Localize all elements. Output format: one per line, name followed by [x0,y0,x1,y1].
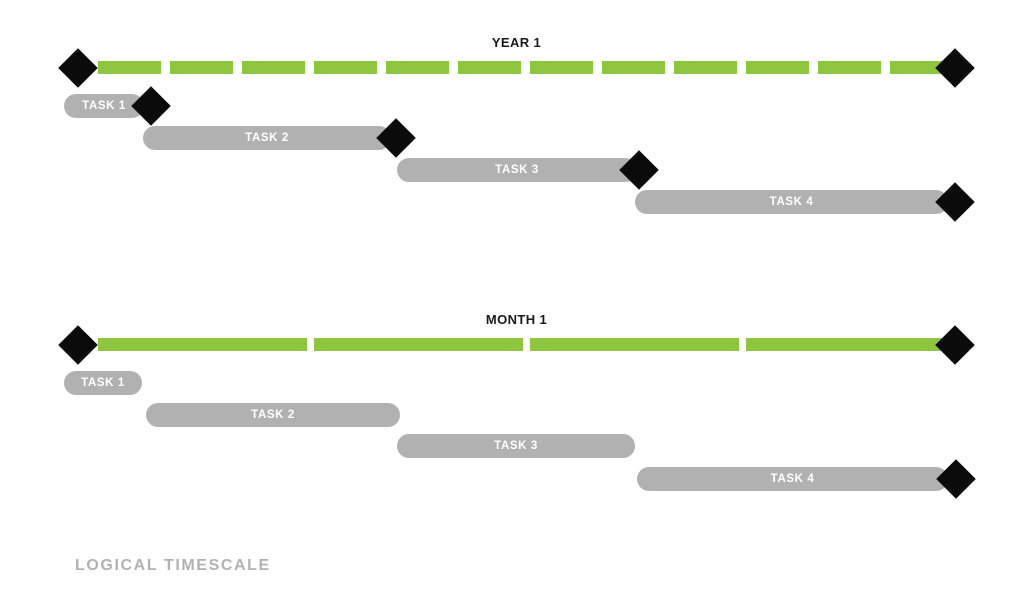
month-end-milestone-icon [935,325,975,365]
year-start-milestone-icon [58,48,98,88]
year-task-bar-2: TASK 2 [143,126,391,150]
year-task-bar-4: TASK 4 [635,190,948,214]
year-task-1-milestone-icon [131,86,171,126]
month-task-4-milestone-icon [936,459,976,499]
year-section-title: YEAR 1 [491,35,542,50]
month-task-bar-2: TASK 2 [146,403,400,427]
timescale-footer-label: LOGICAL TIMESCALE [75,557,271,574]
month-section-title: MONTH 1 [485,312,548,327]
year-end-milestone-icon [935,48,975,88]
month-start-milestone-icon [58,325,98,365]
year-task-bar-3: TASK 3 [397,158,637,182]
month-task-bar-1: TASK 1 [64,371,142,395]
year-task-bar-1: TASK 1 [64,94,144,118]
year-timeline-bar [98,61,955,74]
year-task-3-milestone-icon [619,150,659,190]
year-task-2-milestone-icon [376,118,416,158]
month-task-bar-4: TASK 4 [637,467,948,491]
year-task-4-milestone-icon [935,182,975,222]
month-timeline-bar [98,338,955,351]
month-task-bar-3: TASK 3 [397,434,635,458]
